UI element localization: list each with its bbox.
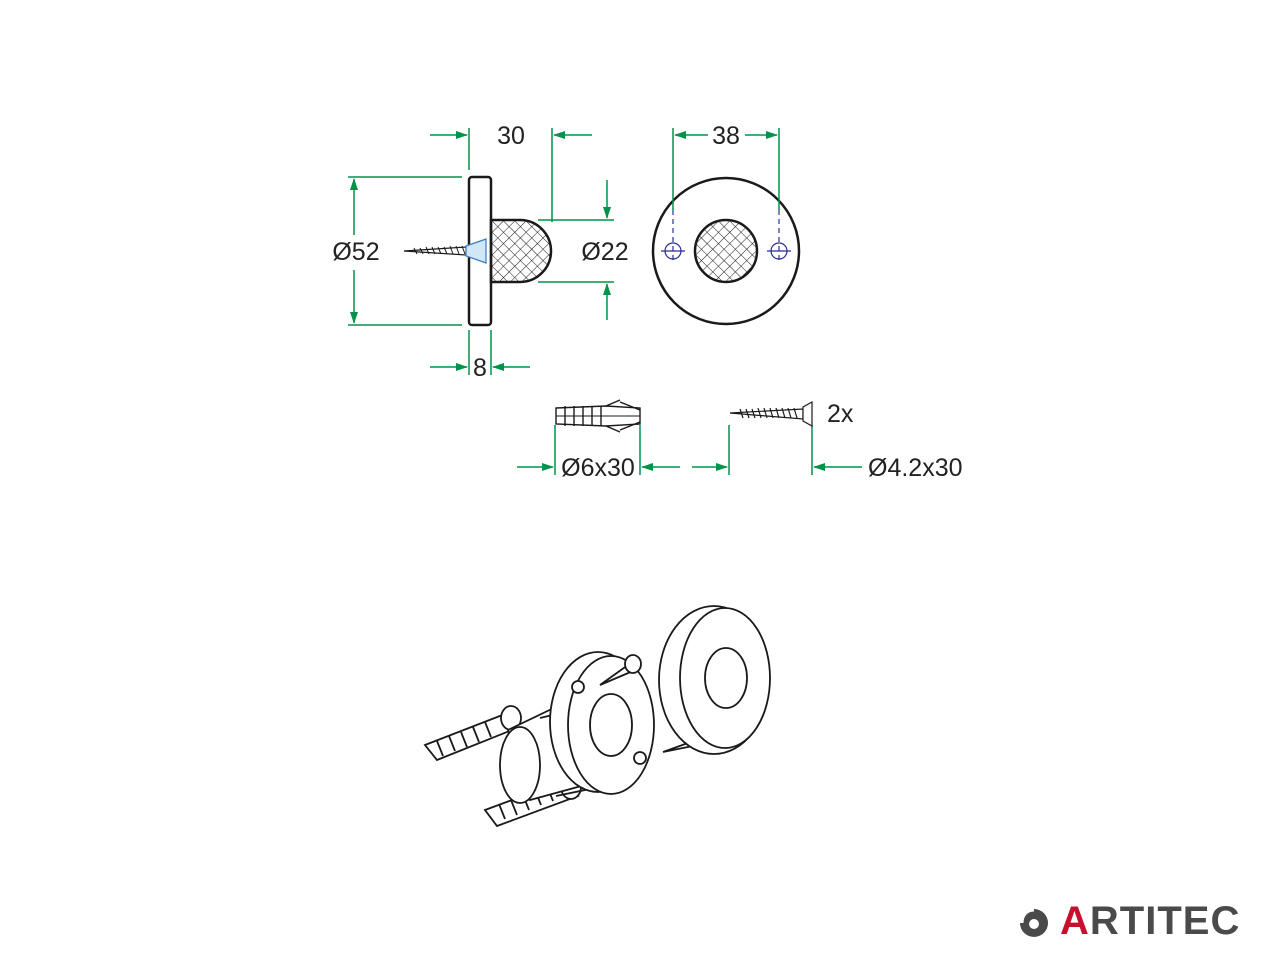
artitec-logo-icon [1018,906,1048,937]
front-view [651,176,801,326]
artitec-wordmark: ARTITEC [1060,901,1240,941]
wood-screw [729,400,813,428]
plug-size-label: Ø6x30 [561,454,635,482]
assembly-screw-upper [599,654,642,686]
side-screw [403,238,487,264]
artitec-logo: ARTITEC [1016,897,1240,945]
artitec-wordmark-rest: RTITEC [1089,899,1241,943]
quantity-label: 2x [827,400,854,428]
rubber-bumper [489,218,553,284]
side-view [403,175,553,327]
dim-thickness-label: 8 [473,354,487,382]
dim-base-diameter-label: Ø52 [332,238,379,266]
exploded-assembly-view [423,605,771,828]
assembly-base-flange [549,651,655,795]
assembly-plug-upper [423,705,522,762]
dim-projection-label: 30 [497,122,525,150]
dimension-lines [348,128,862,475]
bumper-face [693,218,759,284]
artitec-wordmark-accent: A [1060,899,1090,943]
wall-plug [555,399,641,433]
assembly-rose-cover [658,605,771,755]
screw-hole-right [767,210,791,264]
screw-size-label: Ø4.2x30 [868,454,963,482]
dim-bumper-diameter-label: Ø22 [581,238,628,266]
screw-hole-left [661,210,685,264]
dim-rose-diameter-label: 38 [712,122,740,150]
